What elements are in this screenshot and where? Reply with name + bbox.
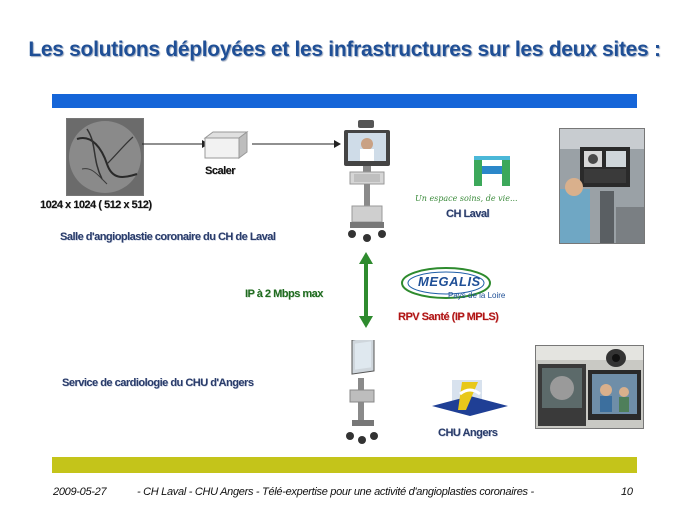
video-cart-angers-icon (346, 340, 378, 444)
video-cart-laval-icon (344, 120, 390, 242)
scaler-label: Scaler (205, 165, 236, 177)
angers-room-photo (535, 345, 644, 429)
rpv-label: RPV Santé (IP MPLS) (398, 311, 499, 323)
angers-service-label: Service de cardiologie du CHU d'Angers (62, 377, 254, 389)
double-arrow-icon (359, 252, 373, 328)
laval-room-photo (559, 128, 645, 244)
megalis-region: Pays de la Loire (448, 291, 506, 300)
footer-caption: - CH Laval - CHU Angers - Télé-expertise… (137, 486, 534, 498)
ip-bandwidth-label: IP à 2 Mbps max (245, 288, 323, 300)
ch-laval-slogan: Un espace soins, de vie... (415, 194, 518, 203)
megalis-logo-icon (401, 267, 491, 299)
laval-room-label: Salle d'angioplastie coronaire du CH de … (60, 231, 276, 243)
slide-title: Les solutions déployées et les infrastru… (28, 38, 661, 61)
top-accent-bar (52, 94, 637, 108)
arrow-to-video-cart (252, 140, 341, 148)
megalis-name: MEGALIS (418, 274, 481, 289)
angiography-image (66, 118, 144, 196)
resolution-label: 1024 x 1024 ( 512 x 512) (40, 199, 152, 211)
ch-laval-label: CH Laval (446, 208, 490, 220)
chu-angers-logo-icon (432, 380, 508, 416)
ch-laval-logo-icon (474, 156, 510, 186)
footer-date: 2009-05-27 (53, 486, 107, 498)
bottom-accent-bar (52, 457, 637, 473)
page-number: 10 (621, 486, 633, 498)
scaler-box-icon (203, 131, 249, 159)
chu-angers-label: CHU Angers (438, 427, 498, 439)
